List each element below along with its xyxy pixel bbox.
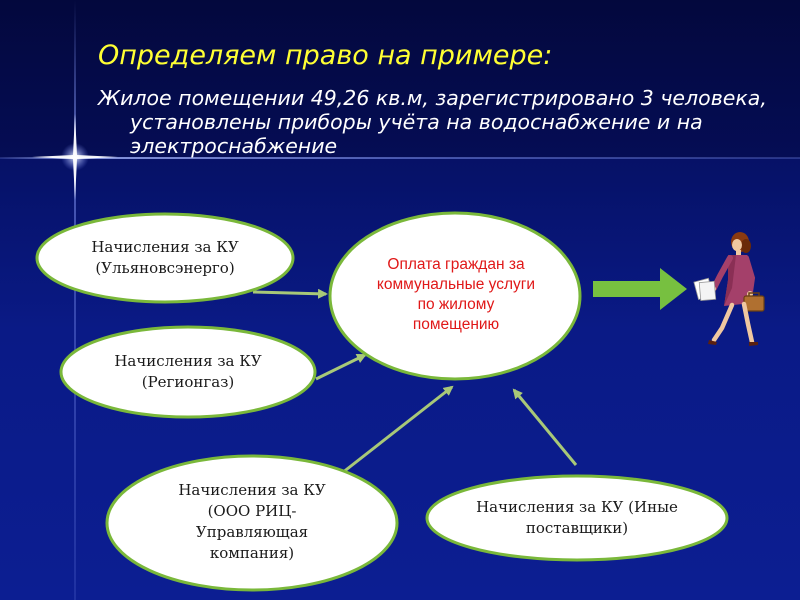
arrow-ulyanovsk-to-center (253, 292, 326, 294)
arrow-ric-to-center (342, 387, 452, 473)
node-ric-label: Начисления за КУ (ООО РИЦ-Управляющая ко… (160, 466, 344, 578)
arrow-regiongaz-to-center (316, 355, 365, 379)
node-center-label: Оплата граждан за коммунальные услуги по… (375, 220, 537, 370)
node-regiongaz-label: Начисления за КУ (Регионгаз) (98, 340, 278, 404)
node-other-label: Начисления за КУ (Иные поставщики) (455, 490, 699, 546)
node-ulyanovsk-label: Начисления за КУ (Ульяновсэнерго) (60, 226, 270, 290)
woman-with-briefcase-icon (692, 228, 770, 348)
arrow-other-to-center (514, 390, 576, 465)
outgoing-arrow (593, 268, 687, 310)
